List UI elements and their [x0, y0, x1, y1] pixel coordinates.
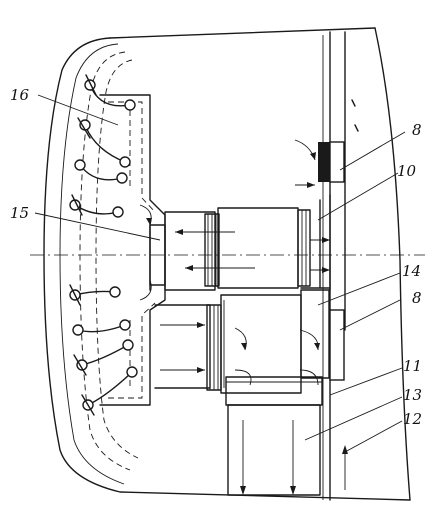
label-14: 14 [402, 262, 421, 280]
flow-arrows [139, 139, 348, 495]
bottom-block [225, 376, 323, 496]
label-8-mid: 8 [412, 289, 422, 307]
cable-loops [69, 74, 138, 416]
label-13: 13 [403, 386, 422, 404]
right-housing [300, 141, 345, 381]
leader-lines [34, 94, 406, 453]
label-8-top: 8 [412, 121, 422, 139]
label-12: 12 [403, 410, 422, 428]
label-10: 10 [397, 162, 417, 180]
upper-shaft [149, 207, 311, 291]
label-15: 15 [10, 204, 29, 222]
label-11: 11 [403, 357, 422, 375]
mounting-bracket [99, 94, 166, 406]
lower-shaft [154, 294, 302, 394]
label-16: 16 [10, 86, 30, 104]
